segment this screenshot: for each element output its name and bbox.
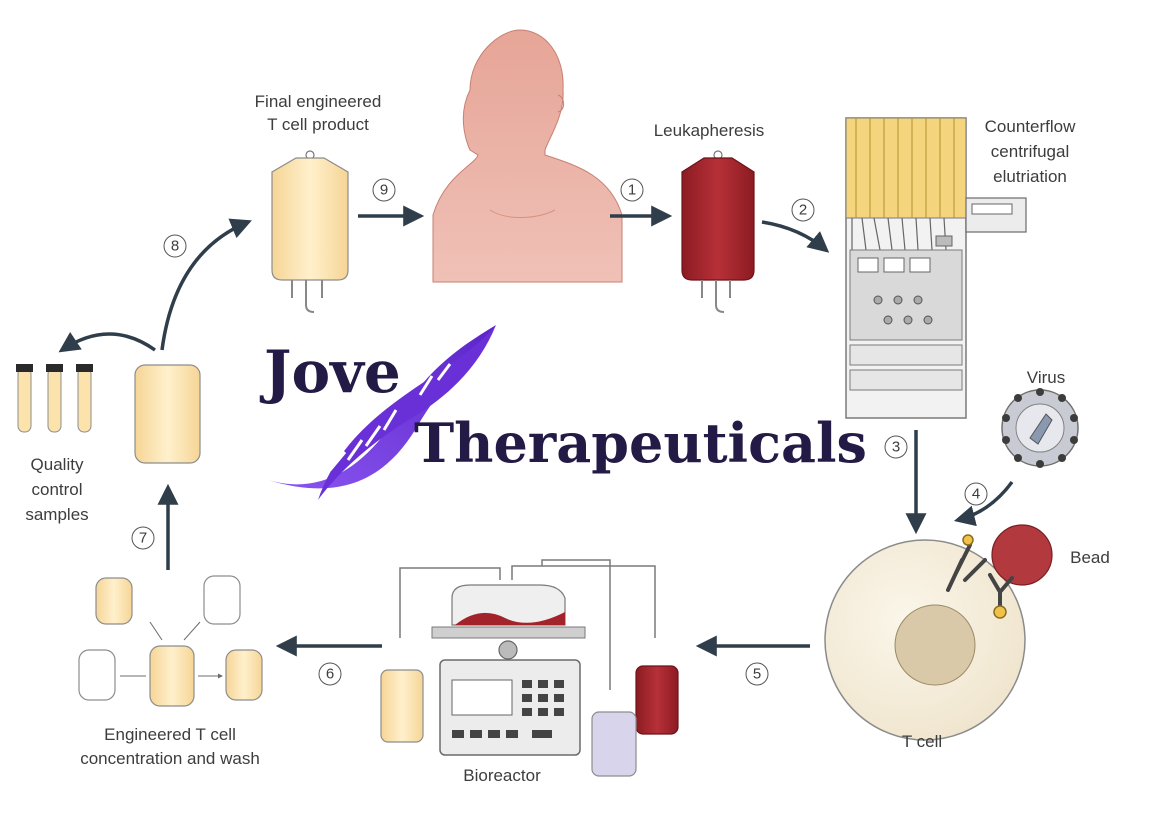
label-qc-3: samples xyxy=(25,505,88,524)
brand-logo: Jove Therapeuticals xyxy=(259,325,867,500)
step-6: 6 xyxy=(326,666,334,683)
brand-name-line1: Jove xyxy=(259,338,401,406)
qc-bag xyxy=(134,364,201,464)
t-cell xyxy=(824,539,1026,741)
dna-helix-icon xyxy=(268,325,496,500)
virus-icon xyxy=(1001,388,1079,468)
label-qc-1: Quality xyxy=(31,455,84,474)
arrow-4 xyxy=(953,480,1014,527)
label-qc-2: control xyxy=(31,480,82,499)
final-product-bag xyxy=(271,150,349,313)
step-7: 7 xyxy=(139,530,147,547)
label-final-product-2: T cell product xyxy=(267,115,369,134)
step-5: 5 xyxy=(753,666,761,683)
brand-name-line2: Therapeuticals xyxy=(414,411,867,475)
diagram-labels: Final engineered T cell product Leukaphe… xyxy=(25,92,1110,785)
step-9: 9 xyxy=(380,182,388,199)
label-bead: Bead xyxy=(1070,548,1110,567)
arrow-2 xyxy=(761,220,830,253)
label-counterflow-2: centrifugal xyxy=(991,142,1069,161)
step-markers: 9 1 2 3 4 5 6 7 8 xyxy=(131,178,988,686)
label-counterflow-1: Counterflow xyxy=(985,117,1076,136)
bioreactor xyxy=(380,559,679,777)
receptor-antibodies xyxy=(946,534,1014,619)
elutriation-machine xyxy=(845,117,1027,419)
bead xyxy=(991,524,1053,586)
label-engineered-2: concentration and wash xyxy=(80,749,260,768)
label-tcell: T cell xyxy=(902,732,942,751)
arrow-8 xyxy=(160,218,252,351)
arrow-qc xyxy=(58,331,157,353)
step-8: 8 xyxy=(171,238,179,255)
step-3: 3 xyxy=(892,439,900,456)
step-1: 1 xyxy=(628,182,636,199)
label-counterflow-3: elutriation xyxy=(993,167,1067,186)
label-bioreactor: Bioreactor xyxy=(463,766,541,785)
label-virus: Virus xyxy=(1027,368,1065,387)
step-4: 4 xyxy=(972,486,980,503)
label-final-product-1: Final engineered xyxy=(255,92,382,111)
leukapheresis-bag xyxy=(681,150,755,313)
concentration-bags xyxy=(78,575,263,707)
patient-figure xyxy=(432,29,623,283)
label-leukapheresis: Leukapheresis xyxy=(654,121,765,140)
qc-tubes xyxy=(16,364,93,433)
label-engineered-1: Engineered T cell xyxy=(104,725,236,744)
process-arrows xyxy=(58,205,1014,657)
step-2: 2 xyxy=(799,202,807,219)
